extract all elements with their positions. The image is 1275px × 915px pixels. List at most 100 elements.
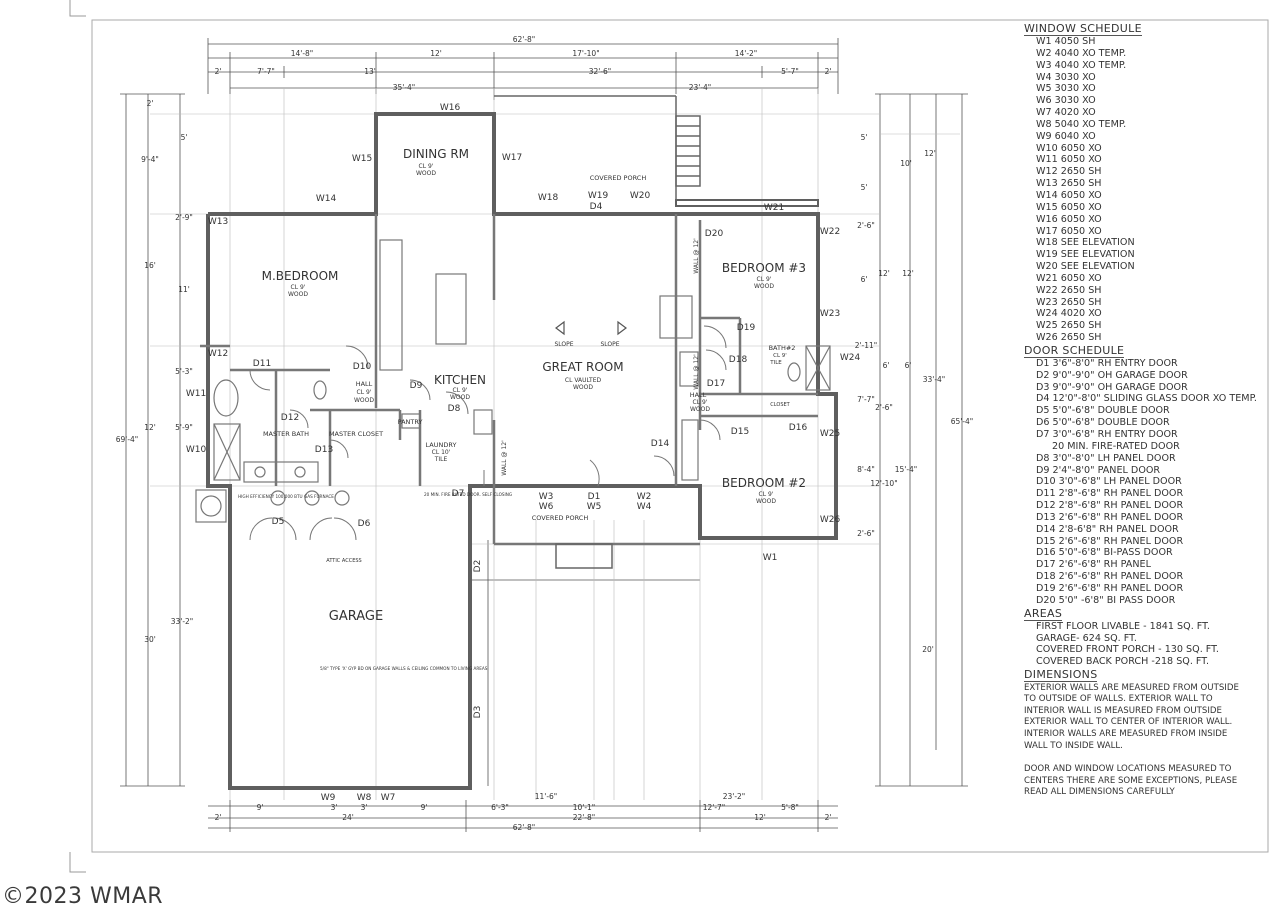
dim-top-r1-2: 12': [430, 49, 442, 58]
dim-bot-r1-6: 11'-6": [535, 792, 558, 801]
room-bedroom2-floor: WOOD: [756, 498, 776, 505]
dim-right-1: 5': [861, 133, 868, 142]
room-bath2-name: BATH#2: [769, 344, 796, 352]
window-schedule-row: W22 2650 SH: [1036, 284, 1102, 296]
wall-12-label-b: WALL @ 12': [693, 354, 700, 390]
dim-right-18: 20': [922, 645, 934, 654]
dim-right-8: 12': [902, 269, 914, 278]
window-schedule-row: W4 3030 XO: [1036, 71, 1096, 83]
door-swings: [249, 325, 727, 541]
window-schedule-row: W18 SEE ELEVATION: [1036, 237, 1135, 249]
door-tag-d2: D2: [473, 560, 483, 573]
window-tag-w16: W16: [440, 103, 461, 113]
dim-left-6: 11': [178, 285, 190, 294]
room-garage-name: GARAGE: [329, 609, 383, 624]
window-schedule-row: W9 6040 XO: [1036, 130, 1096, 142]
dim-top-r1-4: 14'-2": [735, 49, 758, 58]
window-tag-w10: W10: [186, 445, 207, 455]
window-schedule-row: W3 4040 XO TEMP.: [1036, 59, 1127, 71]
wall-12-label-c: WALL @ 12': [501, 440, 508, 476]
door-tag-d4: D4: [590, 202, 603, 212]
dim-left-8: 12': [144, 423, 156, 432]
corner-mark-tl: [69, 0, 86, 17]
window-schedule-row: W5 3030 XO: [1036, 83, 1096, 95]
dimensions-line: INTERIOR WALLS ARE MEASURED FROM INSIDE: [1024, 729, 1228, 739]
window-tag-w6: W6: [539, 502, 554, 512]
room-dining-ceiling: CL 9': [419, 163, 434, 170]
location-note-line: CENTERS THERE ARE SOME EXCEPTIONS, PLEAS…: [1024, 775, 1238, 786]
door-schedule-row: D6 5'0"-6'8" DOUBLE DOOR: [1036, 417, 1170, 429]
room-laundry-name: LAUNDRY: [426, 441, 457, 449]
areas-section: AREAS FIRST FLOOR LIVABLE - 1841 SQ. FT.…: [1024, 607, 1264, 668]
front-porch-steps: [555, 543, 613, 569]
door-schedule-row: D3 9'0"-9'0" OH GARAGE DOOR: [1036, 381, 1188, 393]
window-schedule-row: W24 4020 XO: [1036, 308, 1102, 320]
dim-right-2: 10': [900, 159, 912, 168]
door-tag-d11: D11: [253, 359, 271, 369]
plan-notes: SLOPE SLOPE CLOSET ATTIC ACCESS HIGH EFF…: [238, 238, 791, 671]
window-schedule-row: W14 6050 XO: [1036, 189, 1102, 201]
dim-top-r2-5: 5'-7": [781, 67, 799, 76]
room-bedroom2-ceiling: CL 9': [759, 491, 774, 498]
room-pantry-name: PANTRY: [398, 418, 423, 426]
window-schedule-row: W21 6050 XO: [1036, 272, 1102, 284]
room-great-room-name: GREAT ROOM: [542, 360, 623, 374]
door-schedule-row: D12 2'8"-6'8" RH PANEL DOOR: [1036, 500, 1184, 512]
dim-left-5: 16': [144, 261, 156, 270]
window-tag-w24: W24: [840, 353, 861, 363]
dim-right-11: 6': [905, 361, 912, 370]
door-tag-d20: D20: [705, 229, 724, 239]
room-hall2-floor: WOOD: [690, 406, 710, 413]
location-note-line: DOOR AND WINDOW LOCATIONS MEASURED TO: [1024, 764, 1232, 775]
door-tag-d19: D19: [737, 323, 756, 333]
dim-left-10: 33'-2": [171, 617, 194, 626]
window-tag-w5: W5: [587, 502, 602, 512]
dim-bot-r1-2: 3': [331, 803, 338, 812]
window-tag-w23: W23: [820, 309, 840, 319]
room-master-closet-name: MASTER CLOSET: [329, 430, 383, 438]
dimensions-line: INTERIOR WALL IS MEASURED FROM OUTSIDE: [1024, 705, 1222, 716]
door-tag-d18: D18: [729, 355, 748, 365]
dim-top-total: 62'-8": [513, 35, 536, 44]
window-schedule-row: W17 6050 XO: [1036, 225, 1102, 237]
room-hall1-name: HALL: [356, 380, 373, 388]
window-tag-w19: W19: [588, 191, 609, 201]
dimensions-line: WALL TO INSIDE WALL.: [1024, 740, 1123, 751]
window-schedule-title: WINDOW SCHEDULE: [1024, 22, 1142, 36]
dim-right-16: 12'-10": [870, 479, 897, 488]
door-schedule-row: D18 2'6"-6'8" RH PANEL DOOR: [1036, 571, 1184, 583]
room-hall2-name: HALL: [690, 391, 707, 399]
room-kitchen-ceiling: CL 9': [453, 387, 468, 394]
room-bedroom2-name: BEDROOM #2: [722, 476, 806, 490]
slope-label-left: SLOPE: [554, 341, 573, 348]
dim-bot-r1-8: 12'-7": [703, 803, 726, 812]
dim-right-9: 2'-11": [855, 341, 878, 350]
door-schedule-row: D16 5'0"-6'8" BI-PASS DOOR: [1036, 547, 1173, 559]
room-dining-name: DINING RM: [403, 147, 469, 161]
door-tag-d14: D14: [651, 439, 670, 449]
window-schedule-row: W15 6050 XO: [1036, 201, 1102, 213]
dim-left-4: 2'-9": [175, 213, 193, 222]
window-schedule-row: W2 4040 XO TEMP.: [1036, 47, 1127, 59]
door-schedule-row: D9 2'4"-8'0" PANEL DOOR: [1036, 464, 1161, 476]
window-tag-w1: W1: [763, 553, 778, 563]
door-schedule-row: D13 2'6"-6'8" RH PANEL DOOR: [1036, 511, 1184, 523]
window-schedule-row: W23 2650 SH: [1036, 296, 1102, 308]
dim-right-total: 65'-4": [951, 417, 974, 426]
door-tag-d8: D8: [448, 404, 461, 414]
door-schedule-row: D1 3'6"-8'0" RH ENTRY DOOR: [1036, 357, 1178, 369]
fixtures: [195, 295, 831, 523]
window-schedule-row: W20 SEE ELEVATION: [1036, 261, 1135, 273]
dim-top-r2-3: 13': [364, 67, 376, 76]
dimensions-line: EXTERIOR WALLS ARE MEASURED FROM OUTSIDE: [1024, 682, 1239, 693]
furnace-note: HIGH EFFICIENCY 100,000 BTU GAS FURNACE: [238, 494, 334, 499]
dimension-ticks: [120, 38, 968, 832]
copyright-watermark: ©2023 WMAR: [2, 884, 164, 909]
dim-left-2: 9'-4": [141, 155, 159, 164]
window-tag-w11: W11: [186, 389, 206, 399]
areas-title: AREAS: [1024, 606, 1063, 621]
slope-arrows: [555, 320, 627, 336]
dim-top-r1-3: 17'-10": [572, 49, 599, 58]
sheet-border: [91, 19, 1269, 853]
dim-right-3: 12': [924, 149, 936, 158]
